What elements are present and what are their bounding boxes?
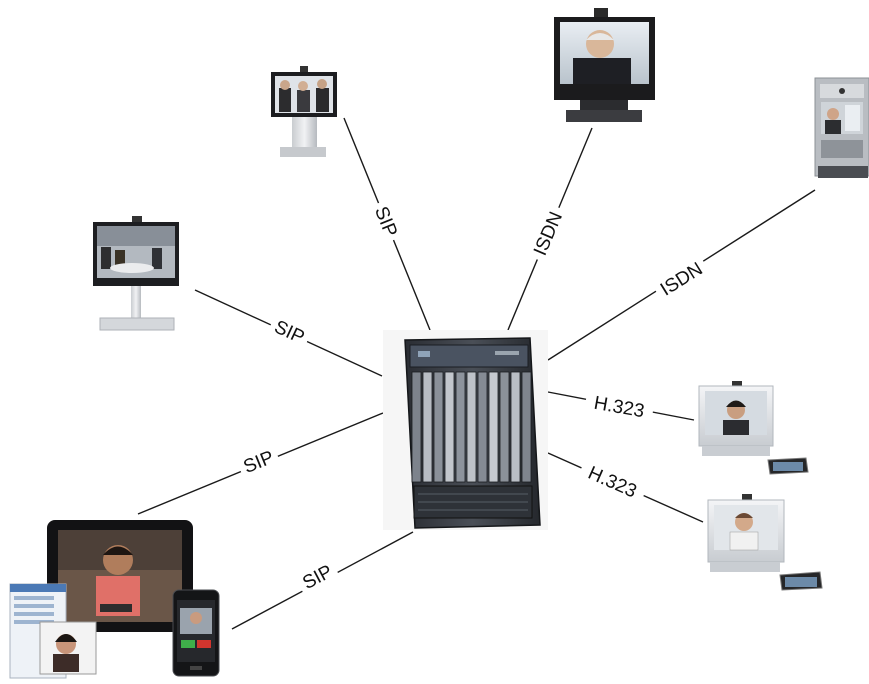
kiosk-endpoint-icon xyxy=(814,77,869,178)
executive-display-icon xyxy=(554,8,655,122)
meeting-room-stand-icon xyxy=(93,216,179,331)
tablet-and-desktop-clients-icon xyxy=(9,520,193,679)
video-bridge-chassis-icon xyxy=(383,330,548,530)
desktop-endpoint-woman-icon xyxy=(698,381,809,475)
desktop-endpoint-man-icon xyxy=(707,494,823,591)
smartphone-client-icon xyxy=(172,589,220,677)
telepresence-stand-icon xyxy=(271,66,337,157)
